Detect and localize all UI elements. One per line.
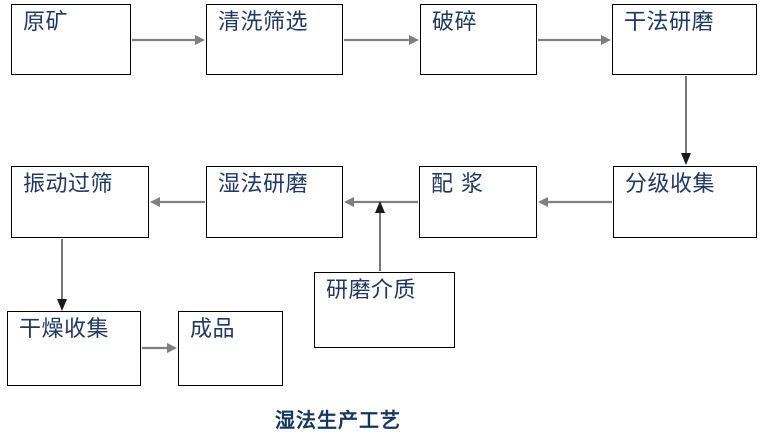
node-crushing: 破碎 (420, 4, 537, 75)
node-grinding-media: 研磨介质 (314, 272, 455, 348)
edge-washing-to-crushing (344, 35, 419, 45)
edge-wet-grinding-to-vibrating (150, 197, 205, 207)
edge-classify-to-slurry (538, 197, 612, 207)
node-label-slurry-preparation: 配 浆 (431, 172, 484, 197)
node-washing-screening: 清洗筛选 (206, 4, 343, 75)
node-classify-collect: 分级收集 (613, 166, 757, 238)
node-vibrating-sieving: 振动过筛 (11, 166, 149, 238)
node-label-finished-product: 成品 (190, 317, 236, 342)
edge-grinding-media-to-slurry-line (375, 201, 385, 271)
node-label-drying-collect: 干燥收集 (19, 317, 110, 342)
edge-vibrating-to-drying (57, 239, 67, 311)
diagram-caption: 湿法生产工艺 (275, 408, 401, 432)
node-label-grinding-media: 研磨介质 (326, 278, 417, 303)
node-slurry-preparation: 配 浆 (419, 166, 537, 238)
node-raw-ore: 原矿 (11, 4, 131, 75)
node-label-raw-ore: 原矿 (23, 10, 69, 35)
node-label-vibrating-sieving: 振动过筛 (23, 172, 114, 197)
node-drying-collect: 干燥收集 (7, 311, 141, 386)
edge-drying-to-finished (142, 343, 177, 353)
node-wet-grinding: 湿法研磨 (206, 166, 343, 238)
node-dry-grinding: 干法研磨 (612, 4, 757, 75)
edge-dry-grinding-to-classify (681, 76, 691, 165)
edge-raw-ore-to-washing (132, 35, 205, 45)
node-finished-product: 成品 (178, 311, 283, 386)
edge-slurry-to-wet-grinding (344, 197, 418, 207)
node-label-wet-grinding: 湿法研磨 (218, 172, 309, 197)
edge-crushing-to-dry-grinding (538, 35, 611, 45)
node-label-classify-collect: 分级收集 (625, 172, 716, 197)
node-label-washing-screening: 清洗筛选 (218, 10, 309, 35)
node-label-crushing: 破碎 (432, 10, 478, 35)
node-label-dry-grinding: 干法研磨 (624, 10, 715, 35)
